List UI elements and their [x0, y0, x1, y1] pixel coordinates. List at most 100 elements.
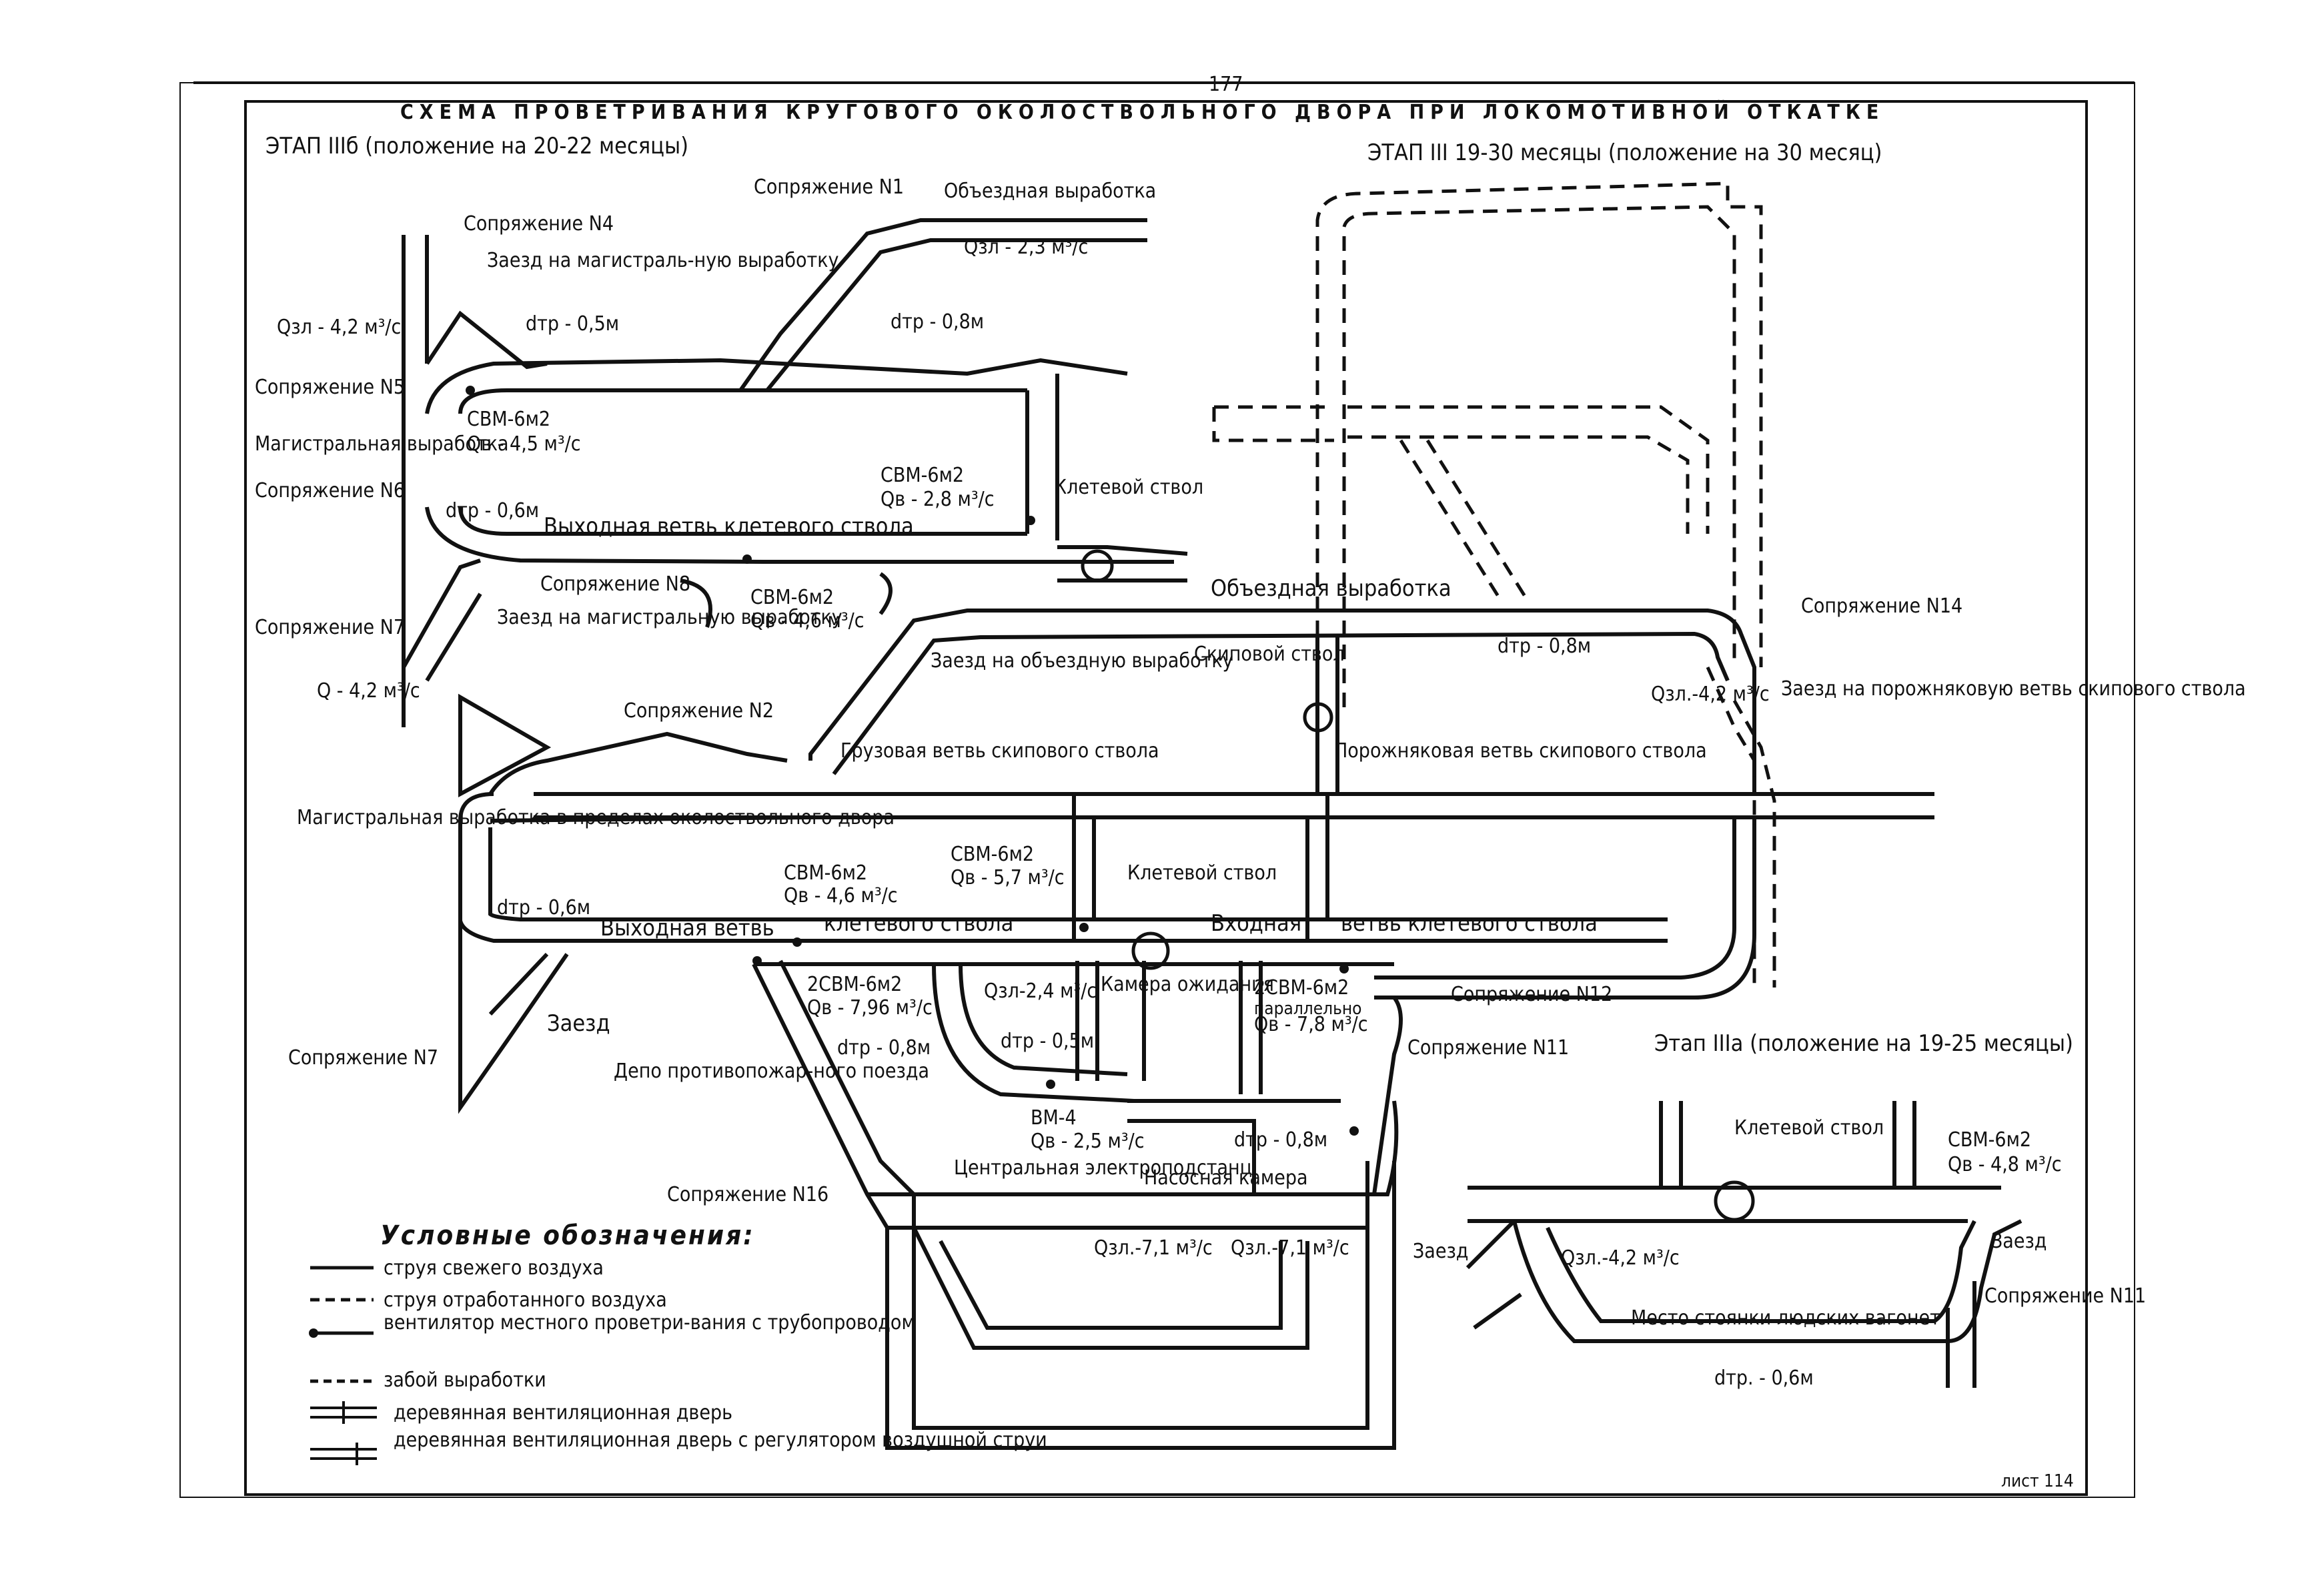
label-zaezd-a1: Заезд — [1413, 1240, 1468, 1263]
label-kletevoy2: Клетевой ствол — [1127, 861, 1277, 885]
label-svm1q: Qв - 4,5 м³/с — [467, 432, 581, 456]
label-q-zl-24: Qзл-2,4 м³/с — [984, 979, 1097, 1003]
label-mesto-stoyanki: Место стоянки людских вагонет — [1631, 1306, 1940, 1330]
legend-item-fan: вентилятор местного проветри-вания с тру… — [384, 1311, 915, 1334]
label-obezd2: Объездная выработка — [1211, 575, 1451, 602]
label-s11b: Сопряжение N11 — [1984, 1284, 2146, 1308]
page-number: 177 — [1209, 73, 1243, 96]
label-q-zl-42c: Qзл.-4,2 м³/с — [1651, 683, 1770, 706]
label-dtr-08c: dтр - 0,8м — [837, 1036, 931, 1060]
label-vhod-b: ветвь клетевого ствола — [1341, 910, 1598, 937]
label-kamera-ozh: Камера ожидания — [1101, 973, 1274, 996]
label-vhod-a: Входная — [1211, 910, 1301, 937]
legend-item-exhaust-air: струя отработанного воздуха — [384, 1288, 667, 1312]
label-s8: Сопряжение N8 — [540, 572, 690, 596]
label-zaezd-obezd: Заезд на объездную выработку — [931, 649, 1233, 673]
legend: Условные обозначения: струя свежего возд… — [309, 1220, 1047, 1465]
label-svm2q: Qв - 2,8 м³/с — [881, 488, 995, 511]
stage-iiia-tunnels — [1466, 1101, 2022, 1388]
label-svm6q: Qв - 7,96 м³/с — [807, 996, 933, 1020]
label-skipovoy: Скиповой ствол — [1194, 643, 1345, 666]
stage-iiib-tunnels — [402, 218, 1188, 727]
label-svm3: СВМ-6м2 — [750, 586, 834, 609]
label-mag-vyr2: Магистральная выработка в пределах около… — [297, 806, 895, 829]
label-obezd1: Объездная выработка — [944, 179, 1156, 203]
label-mag-vyr: Магистральная выработка — [255, 432, 509, 456]
label-q-zl-71a: Qзл.-7,1 м³/с — [1094, 1236, 1213, 1260]
label-svm1: СВМ-6м2 — [467, 408, 550, 431]
label-depo: Депо противопожар-ного поезда — [614, 1060, 929, 1083]
label-s6: Сопряжение N6 — [255, 479, 405, 502]
label-s12: Сопряжение N12 — [1451, 983, 1612, 1006]
title: СХЕМА ПРОВЕТРИВАНИЯ КРУГОВОГО ОКОЛОСТВОЛ… — [400, 100, 1884, 124]
label-svm4: СВМ-6м2 — [784, 861, 867, 885]
legend-item-door: деревянная вентиляционная дверь — [394, 1401, 732, 1425]
label-svm5: СВМ-6м2 — [951, 843, 1034, 866]
label-vm4: ВМ-4 — [1031, 1106, 1077, 1130]
label-kletevoy1: Клетевой ствол — [1054, 476, 1203, 499]
label-q-42b: Q - 4,2 м³/с — [317, 679, 420, 703]
label-dtr-06c: dтр. - 0,6м — [1714, 1366, 1814, 1390]
label-gruz-vetv: Грузовая ветвь скипового ствола — [840, 739, 1159, 763]
label-s7b: Сопряжение N7 — [288, 1046, 438, 1070]
drawing-frame — [244, 100, 2088, 1496]
label-zaezd-porozh: Заезд на порожняковую ветвь скипового ст… — [1781, 677, 2246, 701]
label-s11: Сопряжение N11 — [1407, 1036, 1569, 1060]
main-loop-tunnels — [458, 609, 1934, 1450]
label-svm7: 2СВМ-6м2 — [1254, 976, 1349, 1000]
label-porozh-vetv: Порожняковая ветвь скипового ствола — [1334, 739, 1707, 763]
legend-item-zaboy: забой выработки — [384, 1368, 546, 1392]
label-vm4q: Qв - 2,5 м³/с — [1031, 1130, 1145, 1153]
label-s7: Сопряжение N7 — [255, 616, 405, 639]
label-dtr-08b: dтр - 0,8м — [1498, 635, 1591, 658]
label-q-zl-42d: Qзл.-4,2 м³/с — [1561, 1246, 1680, 1270]
label-zaezd-bottom: Заезд — [547, 1010, 610, 1037]
stage-iii-dashed-tunnels — [1212, 181, 1776, 988]
fan-markers — [466, 386, 1359, 1136]
label-dtr-08d: dтр - 0,8м — [1234, 1128, 1327, 1152]
stage-iiib-heading: ЭТАП IIIб (положение на 20-22 месяцы) — [265, 133, 688, 159]
label-q-zl-71b: Qзл.-7,1 м³/с — [1231, 1236, 1349, 1260]
label-dtr-08a: dтр - 0,8м — [891, 310, 984, 334]
label-svm4q: Qв - 4,6 м³/с — [784, 884, 898, 907]
label-s16: Сопряжение N16 — [667, 1183, 828, 1206]
stage-iii-heading: ЭТАП III 19-30 месяцы (положение на 30 м… — [1367, 139, 1882, 166]
legend-item-fresh-air: струя свежего воздуха — [384, 1256, 604, 1280]
kletevoy-stvol-1 — [1081, 549, 1114, 582]
label-s2: Сопряжение N2 — [624, 699, 774, 723]
label-dtr-05b: dтр - 0,5м — [1001, 1030, 1094, 1053]
sheet-label: лист 114 — [2001, 1471, 2074, 1491]
label-s5: Сопряжение N5 — [255, 376, 405, 399]
label-svm7q: Qв - 7,8 м³/с — [1254, 1013, 1368, 1036]
label-zaezd-mag1: Заезд на магистраль-ную выработку — [487, 249, 839, 272]
label-q-zl-23: Qзл - 2,3 м³/с — [964, 236, 1088, 259]
label-svm8q: Qв - 4,8 м³/с — [1948, 1153, 2062, 1176]
label-svm6: 2СВМ-6м2 — [807, 973, 902, 996]
label-s4: Сопряжение N4 — [464, 212, 614, 236]
label-svm7p: параллельно — [1254, 999, 1361, 1019]
label-vyhod-vetv2a: Выходная ветвь — [600, 915, 774, 941]
label-q-zl-42: Qзл - 4,2 м³/с — [277, 316, 401, 339]
label-vyhod-vetv2b: клетевого ствола — [824, 910, 1013, 937]
label-kletevoy3: Клетевой ствол — [1734, 1116, 1884, 1140]
label-s14: Сопряжение N14 — [1801, 595, 1962, 618]
stage-iiia-heading: Этап IIIа (положение на 19-25 месяцы) — [1654, 1030, 2073, 1057]
label-dtr-06b: dтр - 0,6м — [497, 896, 590, 919]
legend-item-door-regulator: деревянная вентиляционная дверь с регуля… — [394, 1429, 1047, 1452]
label-dtr-05: dтр - 0,5м — [526, 312, 619, 336]
label-vyhod-vetv: Выходная ветвь клетевого ствола — [544, 513, 914, 540]
legend-heading: Условные обозначения: — [380, 1220, 755, 1251]
label-svm8: СВМ-6м2 — [1948, 1128, 2031, 1152]
label-svm3q: Qв - 4,6 м³/с — [750, 609, 864, 633]
label-zaezd-a2: Заезд — [1991, 1230, 2047, 1253]
label-svm5q: Qв - 5,7 м³/с — [951, 866, 1065, 889]
label-dtr-06a: dтр - 0,6м — [446, 499, 539, 522]
label-svm2: СВМ-6м2 — [881, 464, 964, 487]
label-nasos: Насосная камера — [1144, 1166, 1308, 1190]
label-s1: Сопряжение N1 — [754, 175, 904, 199]
label-centr-podst: Центральная электроподстанц — [954, 1156, 1252, 1180]
label-zaezd-mag2: Заезд на магистральную выработку — [497, 606, 842, 629]
kletevoy-stvol-2 — [1131, 931, 1170, 970]
outer-frame — [179, 82, 2135, 1498]
